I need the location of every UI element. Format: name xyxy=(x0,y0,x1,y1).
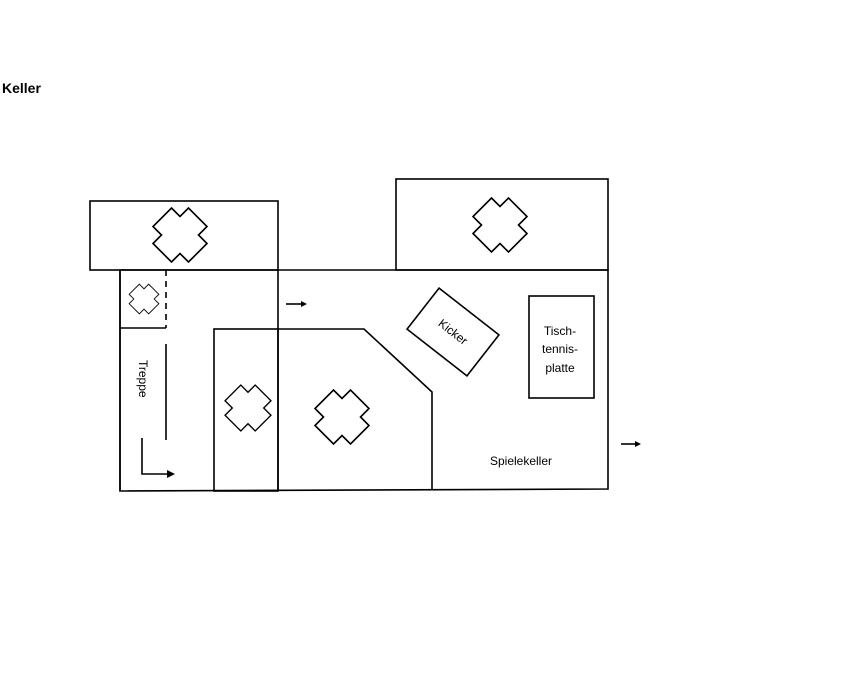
arrow-right-icon xyxy=(635,441,641,447)
stairs-label: Treppe xyxy=(136,360,150,398)
arrow-right-icon xyxy=(167,470,175,478)
blocked-cross-icon xyxy=(128,283,160,315)
blocked-cross-icon xyxy=(314,389,370,445)
kicker-table: Kicker xyxy=(405,286,501,378)
room-label: Spielekeller xyxy=(490,454,552,468)
table-tennis-table xyxy=(528,295,595,399)
arrow-right-icon xyxy=(301,301,307,307)
blocked-room-angled xyxy=(278,328,433,490)
kicker-label: Kicker xyxy=(436,316,471,348)
table-tennis-label-2: tennis- xyxy=(542,342,578,356)
blocked-cross-icon xyxy=(224,384,272,432)
table-tennis-label-1: Tisch- xyxy=(544,324,576,338)
blocked-cross-icon xyxy=(152,207,208,263)
table-tennis-label-3: platte xyxy=(545,361,575,375)
blocked-cross-icon xyxy=(472,197,528,253)
stairs-arrow-line xyxy=(141,438,168,475)
page-title: Keller xyxy=(2,80,41,96)
